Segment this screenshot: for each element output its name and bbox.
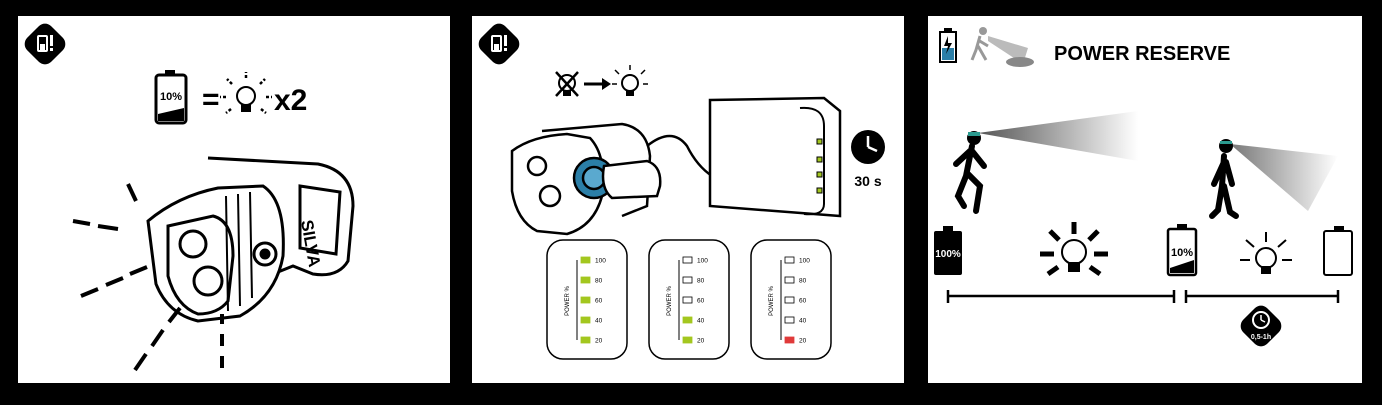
- gauge-axis-label: POWER %: [769, 286, 775, 316]
- timeline: [946, 290, 1340, 303]
- light-rays: [72, 183, 224, 372]
- battery-warning-icon: [24, 23, 66, 65]
- gauge-level-led: [682, 296, 693, 304]
- gauge-level-led: [784, 256, 795, 264]
- gauge-level-label: 20: [799, 338, 807, 345]
- panel3-illustration: POWER RESERVE 100%: [934, 27, 1353, 347]
- walker-figure: [1209, 139, 1338, 219]
- duration-label: 0,5-1h: [1251, 334, 1271, 341]
- headlamp-illustration: [146, 156, 355, 323]
- power-bank: [708, 96, 842, 218]
- gauge-level-led: [784, 316, 795, 324]
- battery-charge-icon: [939, 28, 957, 63]
- gauge-level-label: 100: [697, 258, 708, 265]
- gauge-axis-label: POWER %: [565, 286, 571, 316]
- runner-figure: [953, 111, 1138, 214]
- bright-bulb-icon: [220, 72, 272, 114]
- battery-low-icon: 10%: [1166, 224, 1198, 277]
- gauge-level-label: 100: [799, 258, 810, 265]
- gauge-level-led: [580, 296, 591, 304]
- panel2-illustration: 30 s POWER % 100 80 60 40 20 POWER % 100 80 60 40 2…: [478, 23, 885, 360]
- battery-full-label: 100%: [935, 249, 961, 260]
- panel-double-brightness: 10% = x2 SILVA: [18, 16, 450, 383]
- battery-full-icon: 100%: [934, 226, 962, 275]
- gauge-level-label: 80: [799, 278, 807, 285]
- gauge-level-led: [580, 336, 591, 344]
- gauge-level-led: [580, 276, 591, 284]
- arrow-right-icon: [584, 78, 611, 90]
- gauge-level-label: 60: [799, 298, 807, 305]
- gauge-level-label: 20: [697, 338, 705, 345]
- headlamp-button-press: [510, 122, 713, 236]
- gauge-axis-label: POWER %: [667, 286, 673, 316]
- panel-title: POWER RESERVE: [1054, 43, 1230, 65]
- equals-sign: =: [202, 83, 220, 116]
- clock-icon: [851, 130, 885, 164]
- gauge-level-label: 40: [697, 318, 705, 325]
- panel1-illustration: 10% = x2 SILVA: [24, 23, 355, 372]
- charge-leds: [816, 138, 823, 194]
- gauge-level-label: 80: [697, 278, 705, 285]
- battery-low-label: 10%: [1171, 247, 1193, 259]
- battery-percent-label: 10%: [160, 91, 182, 103]
- light-off-icon: [555, 71, 579, 97]
- gauge-level-led: [682, 256, 693, 264]
- gauge-level-label: 60: [697, 298, 705, 305]
- panel-battery-check: 30 s POWER % 100 80 60 40 20 POWER % 100 80 60 40 2…: [472, 16, 904, 383]
- battery-warning-icon: [478, 23, 520, 65]
- gauge-level-led: [682, 276, 693, 284]
- power-gauge-card: POWER % 100 80 60 40 20: [546, 239, 628, 360]
- gauge-level-led: [784, 276, 795, 284]
- panel-power-reserve: POWER RESERVE 100%: [928, 16, 1362, 383]
- gauge-level-label: 60: [595, 298, 603, 305]
- dim-bulb-icon: [1240, 232, 1292, 274]
- battery-low-icon: 10%: [154, 70, 188, 125]
- timer-label: 30 s: [854, 173, 881, 189]
- gauge-level-led: [682, 316, 693, 324]
- battery-empty-icon: [1323, 226, 1353, 276]
- gauge-level-label: 80: [595, 278, 603, 285]
- power-gauge-card: POWER % 100 80 60 40 20: [648, 239, 730, 360]
- gauge-level-led: [580, 256, 591, 264]
- gauge-level-label: 20: [595, 338, 603, 345]
- multiplier-label: x2: [274, 84, 307, 117]
- gauge-level-led: [784, 296, 795, 304]
- gauge-level-label: 40: [799, 318, 807, 325]
- light-on-icon: [612, 65, 648, 96]
- bright-bulb-icon: [1040, 222, 1108, 277]
- gauge-level-led: [682, 336, 693, 344]
- gauge-level-label: 40: [595, 318, 603, 325]
- power-gauge-card: POWER % 100 80 60 40 20: [750, 239, 832, 360]
- gauge-level-led: [784, 336, 795, 344]
- gauge-level-led: [580, 316, 591, 324]
- walker-light-icon: [970, 27, 1034, 67]
- gauge-level-label: 100: [595, 258, 606, 265]
- duration-badge: 0,5-1h: [1240, 305, 1282, 347]
